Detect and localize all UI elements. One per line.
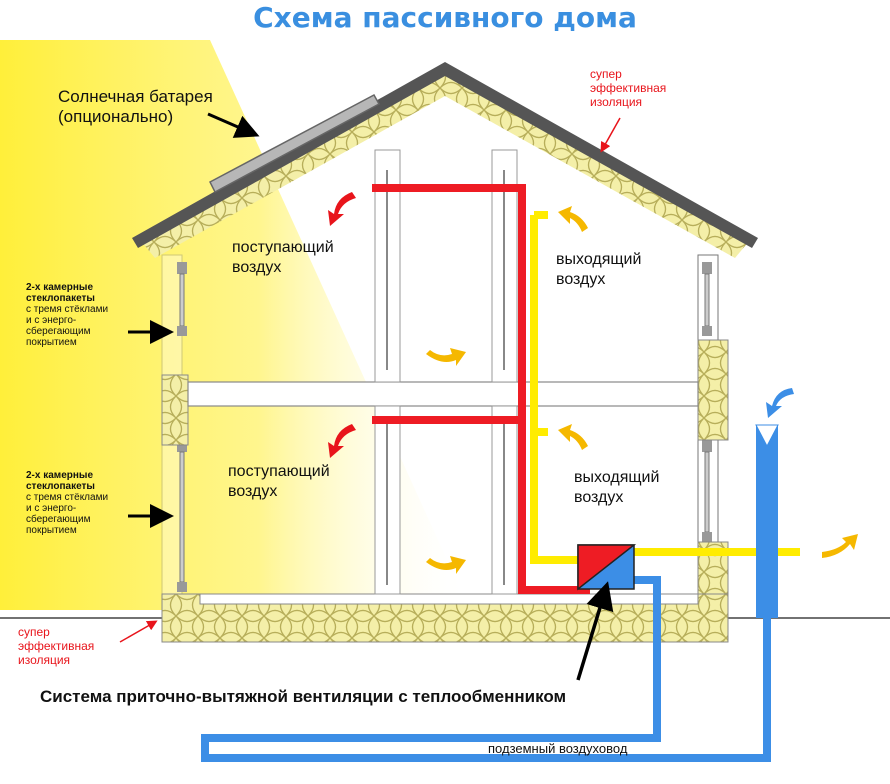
- solar-arrow: [207, 112, 260, 138]
- right-lower-window: [702, 440, 712, 542]
- window-bottom-label-4: и с энерго-: [26, 503, 76, 514]
- roof-insulation-label-3: изоляция: [590, 95, 642, 109]
- ventilation-arrow: [576, 581, 614, 681]
- incoming-air-top-1: поступающий: [232, 239, 334, 256]
- svg-text:супер эффективная изол: супер эффективная изоляция: [590, 67, 670, 109]
- ground-insulation-label-2: эффективная: [18, 639, 94, 653]
- ground-insulation-arrow: [119, 620, 158, 643]
- sunlight-beam: [0, 40, 470, 610]
- heat-exchanger: [577, 544, 637, 591]
- right-wall-insulation-mid: [697, 339, 729, 441]
- solar-panel: [209, 93, 381, 194]
- left-upper-window: [177, 262, 187, 336]
- exhaust-flow-arrows: [426, 206, 858, 574]
- ground-insulation-label-3: изоляция: [18, 653, 70, 667]
- svg-text:поступающий воздух: поступающий воздух: [232, 239, 338, 276]
- roof-insulation-arrow: [600, 117, 621, 153]
- underground-duct-label: подземный воздуховод: [488, 741, 628, 756]
- right-upper-window: [702, 262, 712, 336]
- left-wall-insulation-mid: [161, 374, 189, 446]
- window-bottom-label-5: сберегающим: [26, 513, 91, 525]
- roof-insulation-label-1: супер: [590, 67, 622, 81]
- ventilation-system-label: Система приточно-вытяжной вентиляции с т…: [40, 687, 566, 706]
- ground-insulation-label-1: супер: [18, 625, 50, 639]
- solar-panel-label-optional: (опционально): [58, 107, 173, 126]
- exhaust-air-duct: [530, 211, 800, 564]
- floor-slab: [187, 381, 699, 407]
- window-top-label-3: с тремя стёклами: [26, 304, 108, 315]
- window-bottom-label-1: 2-х камерные: [26, 470, 93, 481]
- roof-insulation-label-2: эффективная: [590, 81, 666, 95]
- ground-floor: [199, 593, 699, 605]
- svg-text:выходящий воздух: выходящий воздух: [556, 251, 646, 288]
- supply-air-duct: [372, 184, 590, 594]
- outgoing-air-bottom-2: воздух: [574, 489, 623, 506]
- outgoing-air-top-1: выходящий: [556, 251, 641, 268]
- intake-tower: [756, 425, 778, 618]
- supply-flow-arrows: [328, 192, 356, 458]
- window-top-label-1: 2-х камерные: [26, 282, 93, 293]
- svg-text:супер эффективная изол: супер эффективная изоляция: [18, 625, 98, 667]
- window-top-label-5: сберегающим: [26, 325, 91, 337]
- window-top-label-4: и с энерго-: [26, 315, 76, 326]
- intake-flow-arrow: [766, 388, 794, 418]
- window-top-label-2: стеклопакеты: [26, 293, 95, 304]
- window-bottom-label-2: стеклопакеты: [26, 481, 95, 492]
- outgoing-air-top-2: воздух: [556, 271, 605, 288]
- incoming-air-top-2: воздух: [232, 259, 281, 276]
- window-bottom-label-3: с тремя стёклами: [26, 492, 108, 503]
- svg-text:2-х камерные стеклопакеты: 2-х камерные стеклопакеты с тремя стёкла…: [26, 470, 111, 536]
- left-lower-window: [177, 440, 187, 592]
- svg-text:выходящий воздух: выходящий воздух: [574, 469, 664, 506]
- window-top-label-6: покрытием: [26, 337, 77, 348]
- incoming-air-bottom-2: воздух: [228, 483, 277, 500]
- solar-panel-label: Солнечная батарея: [58, 87, 213, 106]
- underground-duct-path: [201, 576, 771, 762]
- svg-text:2-х камерные стеклопакеты: 2-х камерные стеклопакеты с тремя стёкла…: [26, 282, 111, 348]
- page-title: Схема пассивного дома: [253, 1, 637, 34]
- outgoing-air-bottom-1: выходящий: [574, 469, 659, 486]
- window-bottom-label-6: покрытием: [26, 525, 77, 536]
- incoming-air-bottom-1: поступающий: [228, 463, 330, 480]
- svg-text:Солнечная батарея (опциона: Солнечная батарея (опционально): [58, 87, 218, 126]
- svg-text:поступающий воздух: поступающий воздух: [228, 463, 334, 500]
